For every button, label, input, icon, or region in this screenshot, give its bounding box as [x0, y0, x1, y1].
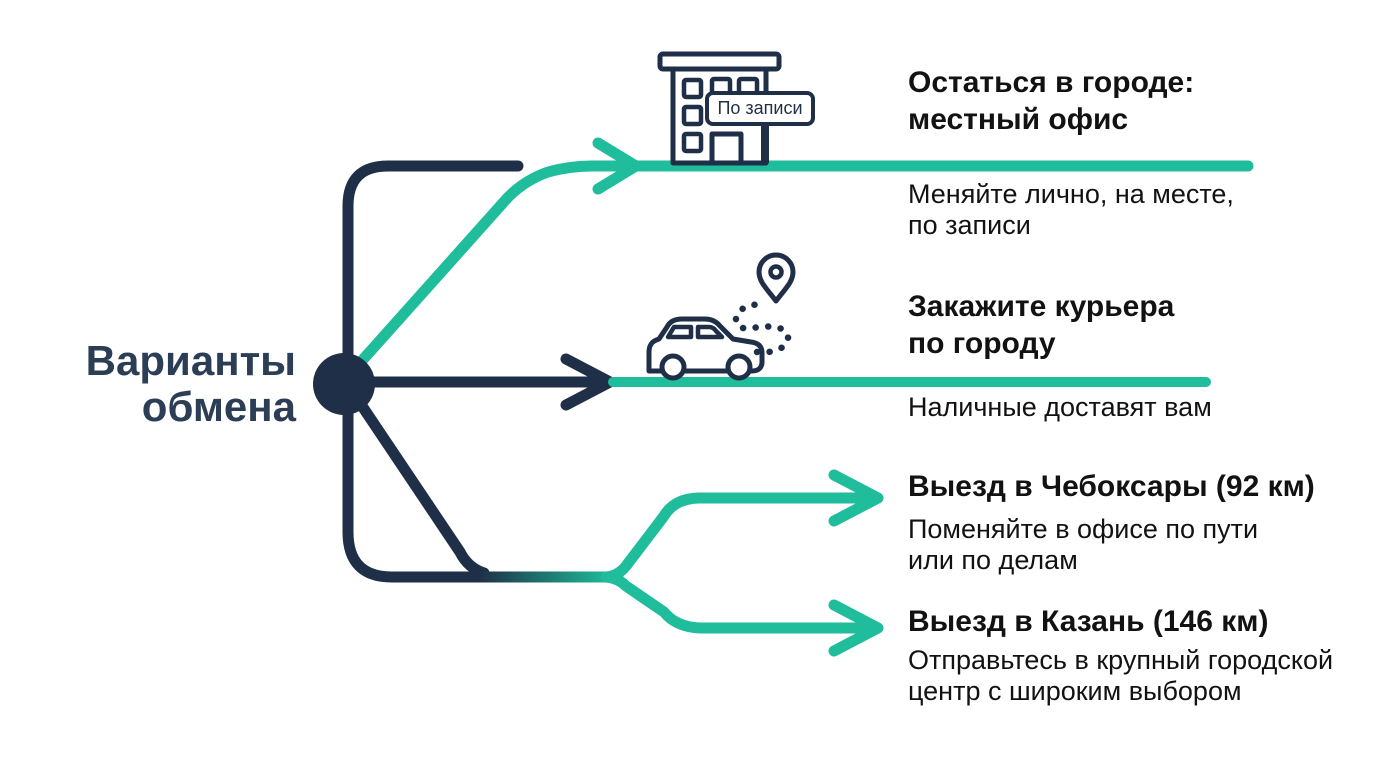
branch-cheboksary-description: Поменяйте в офисе по пути или по делам [908, 514, 1258, 576]
car-front-window [695, 324, 725, 340]
branch-courier-desc-line-1: Наличные доставят вам [908, 392, 1212, 422]
cheboksary-branch-line [600, 492, 868, 583]
kazan-arrow-icon [828, 599, 884, 657]
cheboksary-arrow-icon [828, 469, 884, 527]
branch-cheboksary-title-line-1: Выезд в Чебоксары (92 км) [908, 470, 1315, 503]
branch-local-office-title: Остаться в городе: местный офис [908, 64, 1194, 138]
branch-courier-title-line-2: по городу [908, 327, 1056, 360]
office-branch-line-teal [344, 160, 1254, 380]
branch-kazan-title-line-1: Выезд в Казань (146 км) [908, 605, 1269, 638]
main-title-line-2: обмена [141, 383, 296, 430]
car-wheel [659, 353, 687, 381]
car-wheel [725, 353, 753, 381]
building-door [709, 131, 744, 166]
branch-cheboksary-title: Выезд в Чебоксары (92 км) [908, 468, 1315, 505]
branch-kazan-title: Выезд в Казань (146 км) [908, 603, 1268, 640]
appointment-sign-badge: По записи [705, 91, 815, 126]
main-title-line-1: Варианты [85, 337, 296, 384]
map-pin-hole [768, 264, 784, 280]
branch-local-office-title-line-1: Остаться в городе: [908, 66, 1195, 99]
trips-branch-diagonal-navy [348, 388, 490, 579]
office-arrow-icon [592, 137, 642, 195]
car-rear-window [665, 324, 694, 340]
main-title: Варианты обмена [36, 338, 296, 430]
kazan-branch-line [600, 571, 868, 634]
branch-local-office-title-line-2: местный офис [908, 103, 1129, 136]
branch-courier-title: Закажите курьера по городу [908, 288, 1174, 362]
office-branch-connector-navy [342, 160, 524, 384]
branch-local-office-description: Меняйте лично, на месте, по записи [908, 179, 1234, 241]
branch-courier-title-line-1: Закажите курьера [908, 290, 1175, 323]
building-window [681, 131, 704, 154]
branch-courier-description: Наличные доставят вам [908, 392, 1212, 423]
building-window [681, 104, 704, 127]
branch-local-office-desc-line-2: по записи [908, 210, 1031, 240]
branch-kazan-desc-line-1: Отправьтесь в крупный городской [908, 645, 1334, 675]
car-route-pin-icon [646, 252, 796, 381]
sign-post [761, 118, 769, 164]
branch-cheboksary-desc-line-2: или по делам [908, 545, 1078, 575]
building-window [681, 77, 704, 100]
branch-local-office-desc-line-1: Меняйте лично, на месте, [908, 179, 1234, 209]
branch-cheboksary-desc-line-1: Поменяйте в офисе по пути [908, 514, 1259, 544]
branch-kazan-description: Отправьтесь в крупный городской центр с … [908, 645, 1333, 707]
central-node [313, 353, 375, 415]
branch-kazan-desc-line-2: центр с широким выбором [908, 676, 1242, 706]
dotted-route-path [732, 301, 792, 356]
trips-branch-connector-navy [342, 384, 484, 583]
